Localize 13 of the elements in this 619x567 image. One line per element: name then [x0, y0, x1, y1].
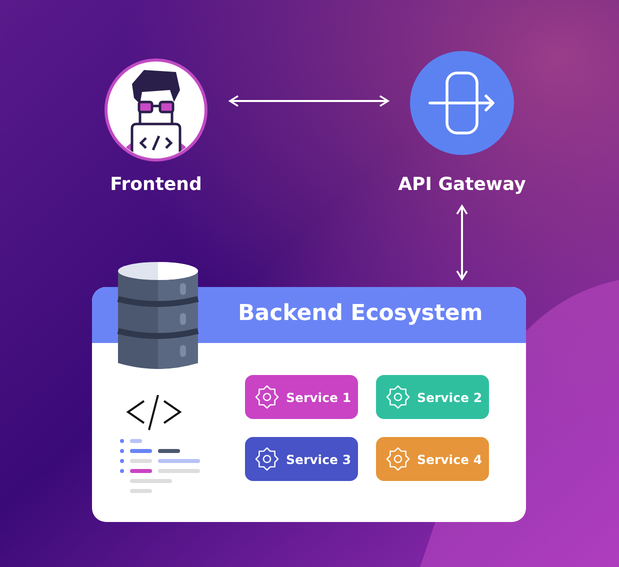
node-label: API Gateway [397, 174, 527, 195]
node-label: Frontend [109, 174, 203, 195]
service-box [245, 375, 358, 419]
panel-title: Backend Ecosystem [238, 301, 483, 326]
service-box [245, 437, 358, 481]
double-arrow [456, 205, 468, 280]
service-label: Service 4 [417, 452, 482, 466]
service-label: Service 2 [417, 390, 482, 404]
service-label: Service 1 [286, 390, 352, 404]
service-box [376, 437, 489, 481]
service-box [376, 375, 489, 419]
double-arrow [229, 95, 389, 107]
service-label: Service 3 [286, 452, 352, 466]
